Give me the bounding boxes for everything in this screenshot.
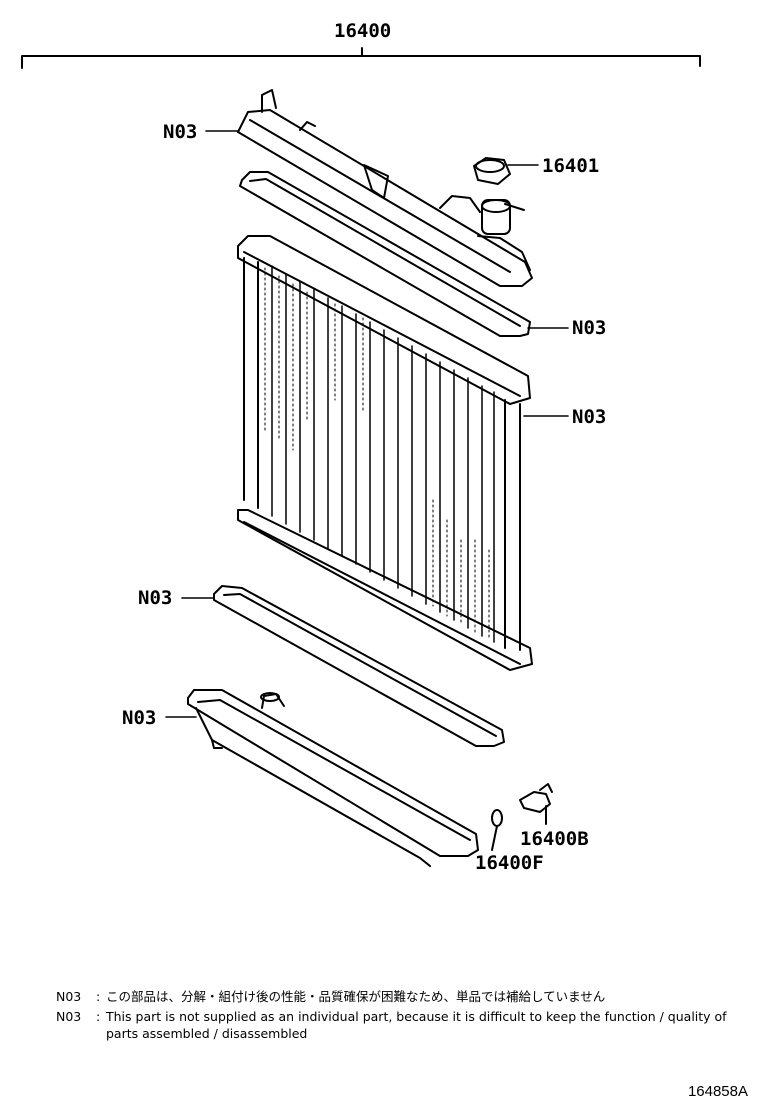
footnote-separator: : (96, 989, 101, 1004)
callout-drain-cock: 16400B (520, 828, 589, 850)
leader-lines (165, 130, 569, 718)
callout-upper-gasket: N03 (572, 317, 606, 339)
footnote-jp: N03 : この部品は、分解・組付け後の性能・品質確保が困難なため、単品では補給… (56, 988, 746, 1005)
drain-cock (519, 783, 553, 825)
radiator-cap (473, 157, 511, 185)
footnote-text: This part is not supplied as an individu… (106, 1009, 727, 1041)
callout-lower-gasket: N03 (138, 587, 172, 609)
callout-drain-oring: 16400F (475, 852, 544, 874)
callout-upper-tank: N03 (163, 121, 197, 143)
upper-tank (237, 89, 533, 287)
radiator-core (237, 235, 533, 671)
figure-id: 164858A (687, 1083, 748, 1100)
footnote-en: N03 : This part is not supplied as an in… (56, 1008, 746, 1042)
callout-cap: 16401 (542, 155, 599, 177)
radiator-fins (271, 265, 495, 643)
upper-gasket (239, 171, 531, 337)
drain-oring (491, 809, 503, 851)
assembly-bracket (21, 47, 701, 69)
lower-tank (187, 689, 479, 867)
callout-lower-tank: N03 (122, 707, 156, 729)
callout-core: N03 (572, 406, 606, 428)
radiator-fin-texture (264, 267, 490, 641)
footnotes: N03 : この部品は、分解・組付け後の性能・品質確保が困難なため、単品では補給… (56, 988, 746, 1042)
footnote-key: N03 (56, 989, 82, 1004)
footnote-text: この部品は、分解・組付け後の性能・品質確保が困難なため、単品では補給していません (106, 989, 606, 1004)
footnote-key: N03 (56, 1009, 82, 1024)
footnote-separator: : (96, 1009, 101, 1024)
lower-gasket (213, 585, 505, 747)
assembly-number-label: 16400 (334, 20, 391, 42)
